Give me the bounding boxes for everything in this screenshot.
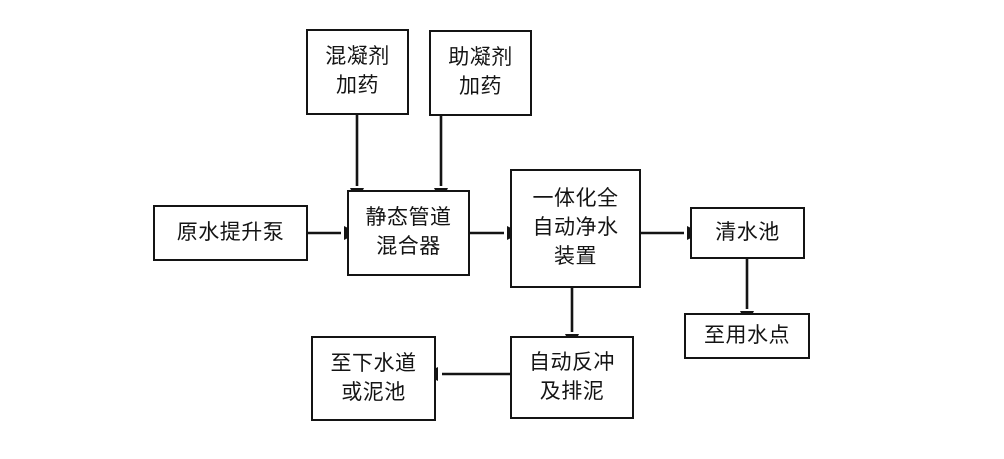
node-coagulant-dosing[interactable]: 混凝剂加药 (306, 29, 409, 115)
node-to-water-use-point[interactable]: 至用水点 (684, 313, 810, 359)
node-label-line: 至用水点 (704, 323, 790, 347)
node-raw-water-pump[interactable]: 原水提升泵 (153, 205, 308, 261)
node-label-line: 装置 (554, 244, 597, 268)
node-auto-backwash-sludge[interactable]: 自动反冲及排泥 (510, 336, 634, 419)
node-label-line: 混凝剂 (325, 45, 390, 69)
node-label-line: 自动反冲 (529, 350, 615, 374)
node-static-pipe-mixer[interactable]: 静态管道混合器 (347, 190, 470, 276)
edge-backwash-to-sewer (424, 367, 510, 381)
node-flocculant-dosing[interactable]: 助凝剂加药 (429, 30, 532, 116)
node-label-line: 助凝剂 (448, 46, 513, 70)
node-label-line: 加药 (336, 74, 379, 97)
node-label-line: 原水提升泵 (176, 220, 285, 244)
node-label-line: 加药 (459, 75, 502, 98)
node-integrated-water-purifier[interactable]: 一体化全自动净水装置 (510, 169, 641, 288)
node-label-line: 至下水道 (330, 351, 417, 375)
node-label-line: 清水池 (715, 220, 780, 244)
node-label-line: 自动净水 (532, 216, 619, 240)
node-clear-water-tank[interactable]: 清水池 (690, 207, 805, 259)
edge-coagulant-to-mixer (350, 115, 364, 202)
node-label-line: 混合器 (376, 235, 441, 258)
node-label-line: 及排泥 (539, 379, 605, 403)
node-label-line: 一体化全 (532, 187, 619, 211)
node-label-line: 或泥池 (341, 380, 406, 404)
node-label-line: 静态管道 (365, 206, 452, 230)
node-to-sewer-or-sludge-pit[interactable]: 至下水道或泥池 (311, 336, 436, 421)
